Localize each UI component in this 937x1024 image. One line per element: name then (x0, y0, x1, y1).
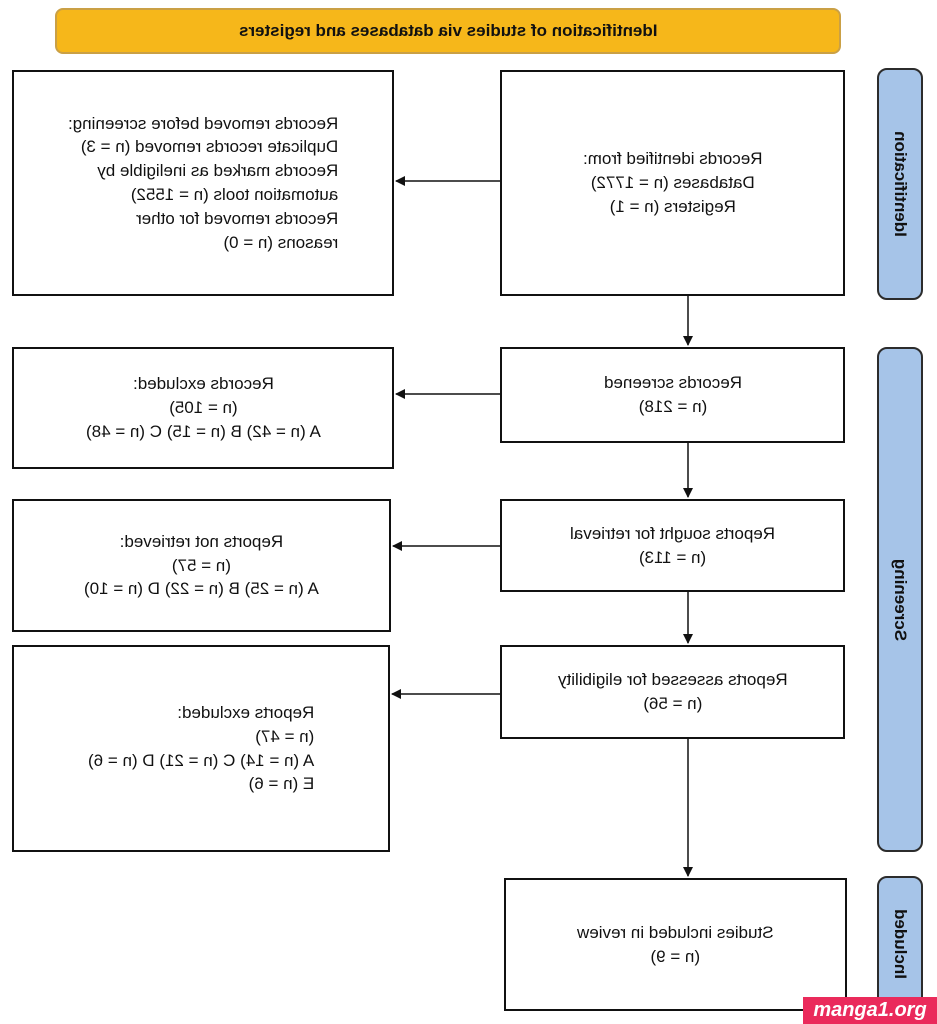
reports-assessed-box: Reports assessed for eligibility (n = 56… (500, 645, 845, 739)
reports-not-retrieved-box: Reports not retrieved: (n = 57) A (n = 2… (12, 499, 391, 632)
reports-sought-box: Reports sought for retrieval (n = 113) (500, 499, 845, 592)
records-identified-box: Records identified from: Databases (n = … (500, 70, 845, 296)
watermark-badge: manga1.org (803, 997, 937, 1024)
phase-included-label: Included (877, 876, 923, 1012)
watermark-text: manga1.org (813, 999, 927, 1021)
records-removed-box: Records removed before screening: Duplic… (12, 70, 394, 296)
phase-screening-label: Screening (877, 347, 923, 852)
records-excluded-box: Records excluded: (n = 105) A (n = 42) B… (12, 347, 394, 469)
section-header-bar: Identification of studies via databases … (55, 8, 841, 54)
studies-included-box: Studies included in review (n = 9) (504, 878, 847, 1011)
reports-excluded-box: Reports excluded: (n = 47) A (n = 14) C … (12, 645, 390, 852)
records-screened-box: Records screened (n = 218) (500, 347, 845, 443)
phase-identification-label: Identification (877, 68, 923, 300)
